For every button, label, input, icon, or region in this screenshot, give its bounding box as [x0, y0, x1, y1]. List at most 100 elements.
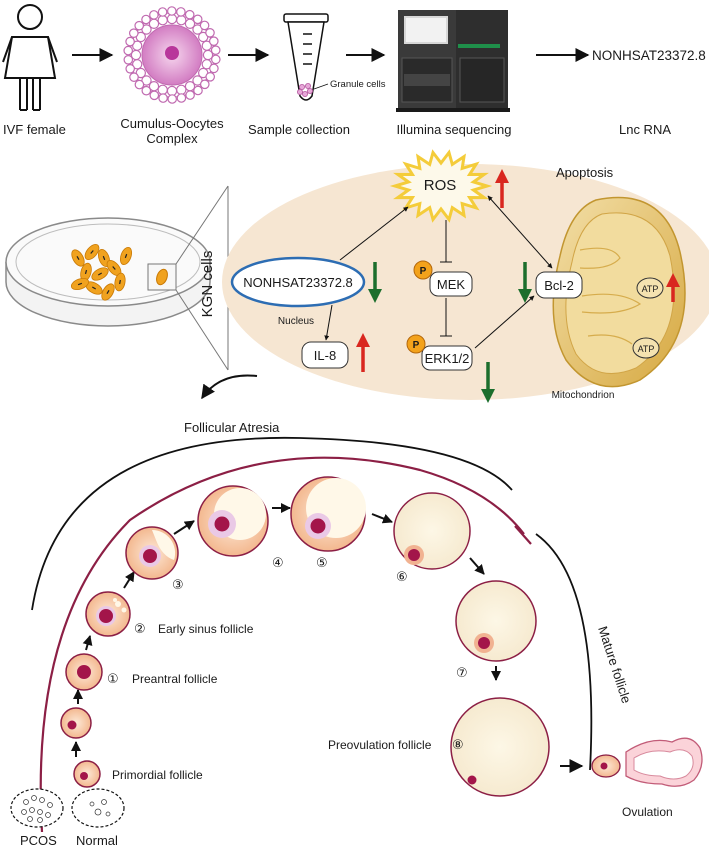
sample-tube-icon — [283, 13, 329, 101]
cumulus-cell — [157, 15, 168, 26]
lnc-rna-label: Lnc RNA — [619, 122, 671, 137]
il8-label: IL-8 — [314, 348, 336, 363]
cumulus-cell — [125, 64, 135, 74]
follicle-stage-5 — [290, 476, 366, 552]
ivf-female-label: IVF female — [3, 122, 66, 137]
cumulus-cell — [148, 18, 160, 29]
edge-ros-bcl2 — [487, 195, 553, 269]
cumulus-cell — [200, 79, 210, 90]
sequencer-icon — [396, 10, 510, 112]
cumulus-cell — [123, 54, 134, 65]
cumulus-cell — [205, 27, 215, 38]
mek-node — [429, 271, 473, 297]
cumulus-cell — [176, 84, 187, 96]
cumulus-cell — [210, 45, 221, 55]
cumulus-cell — [209, 63, 219, 74]
cumulus-cell — [201, 40, 212, 51]
cumulus-cell — [201, 59, 212, 70]
cumulus-cell — [149, 10, 159, 20]
stage-8-marker: ⑧ — [452, 737, 464, 752]
stage-3-marker: ③ — [172, 577, 184, 592]
mek-label: MEK — [437, 277, 466, 292]
pcos-ovary-icon — [10, 788, 64, 828]
cumulus-cell — [157, 7, 168, 17]
ros-label: ROS — [424, 177, 457, 194]
to-atresia-arrow — [201, 374, 258, 400]
mature-arc — [535, 533, 593, 771]
ovulation-label: Ovulation — [622, 805, 673, 819]
il8-node — [301, 341, 349, 369]
growth-arc — [39, 456, 525, 833]
coc-label-line2: Complex — [146, 131, 198, 146]
atp-circle-2 — [632, 337, 660, 359]
edge-erk-bcl2 — [474, 295, 535, 349]
cumulus-cell — [199, 20, 210, 31]
cumulus-cell — [129, 72, 139, 82]
cumulus-cell — [141, 14, 151, 25]
cumulus-cell — [184, 9, 195, 20]
arrow-p3 — [82, 635, 93, 651]
cumulus-cell — [167, 94, 177, 104]
follicle-stage-3 — [125, 526, 179, 580]
lnc-node-label: NONHSAT23372.8 — [243, 275, 353, 290]
follicle-primordial — [73, 760, 101, 788]
coc-icon — [123, 6, 221, 104]
follicle-stage-7 — [455, 580, 537, 662]
cumulus-cell — [158, 93, 168, 103]
stage-4-marker: ④ — [272, 555, 284, 570]
cumulus-cell — [176, 7, 186, 17]
lnc-nucleus-node — [230, 256, 366, 308]
edge-lnc-ros — [339, 206, 409, 261]
mature-follicle-label: Mature follicle — [595, 624, 634, 705]
ros-burst — [389, 149, 493, 223]
normal-label: Normal — [76, 833, 118, 848]
stage-2-marker: ② — [134, 621, 146, 636]
mek-phospho-label: P — [420, 266, 427, 277]
stage-7-marker: ⑦ — [456, 665, 468, 680]
cumulus-cell — [125, 36, 135, 47]
zoom-line-bottom — [175, 289, 229, 371]
follicle-preovulation — [450, 697, 550, 797]
growth-arc-bar — [514, 525, 532, 545]
arrow-p8 — [469, 557, 485, 575]
pcos-label: PCOS — [20, 833, 57, 848]
petri-dish — [5, 217, 211, 327]
coc-label-line1: Cumulus-Oocytes — [120, 116, 224, 131]
apoptosis-label: Apoptosis — [556, 165, 614, 180]
cumulus-cell — [209, 36, 219, 46]
cumulus-cell — [192, 24, 203, 35]
normal-ovary-icon — [71, 788, 125, 828]
cumulus-cell — [129, 28, 139, 38]
stage-5-marker: ⑤ — [316, 555, 328, 570]
bcl2-label: Bcl-2 — [544, 278, 574, 293]
zoom-cell — [156, 268, 168, 286]
cumulus-cell — [134, 20, 144, 31]
follicle-early-sinus — [85, 591, 131, 637]
cumulus-cell — [211, 54, 221, 65]
nucleus-label: Nucleus — [278, 316, 314, 327]
lnc-id-label: NONHSAT23372.8 — [592, 48, 706, 63]
arrow-p7 — [371, 513, 393, 524]
ovulation-icon — [591, 737, 703, 787]
cumulus-cell — [176, 93, 187, 103]
cumulus-cell — [184, 80, 196, 92]
erk-phospho-label: P — [413, 340, 420, 351]
cumulus-cell — [167, 6, 177, 16]
erk-phospho-icon — [406, 334, 426, 354]
granule-cells-label: Granule cells — [330, 79, 386, 90]
kgn-cells-label: KGN cells — [199, 251, 216, 318]
early-sinus-label: Early sinus follicle — [158, 622, 254, 636]
stage-6-marker: ⑥ — [396, 569, 408, 584]
cumulus-cell — [205, 72, 215, 82]
stage-1-marker: ① — [107, 671, 119, 686]
bcl2-node — [535, 271, 583, 299]
cumulus-cell — [185, 90, 195, 100]
edge-lnc-il8 — [324, 304, 333, 341]
zoom-line-top — [175, 185, 229, 265]
preantral-label: Preantral follicle — [132, 672, 218, 686]
sequencing-label: Illumina sequencing — [397, 122, 512, 137]
ivf-female-icon — [2, 4, 58, 111]
preovulation-label: Preovulation follicle — [328, 738, 432, 752]
cumulus-cell — [157, 84, 168, 96]
